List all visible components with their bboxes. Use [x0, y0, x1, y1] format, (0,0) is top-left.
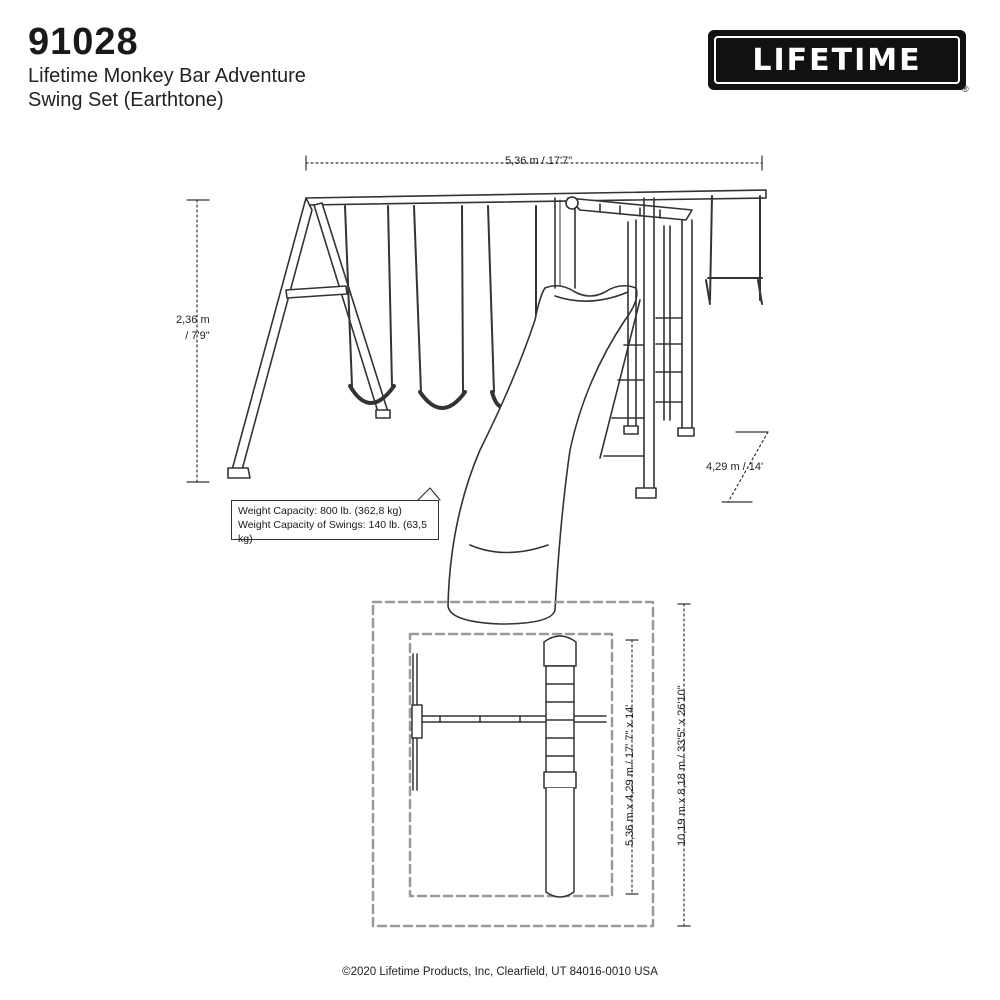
- logo-text: LIFETIME: [752, 42, 922, 78]
- product-name-line2: Swing Set (Earthtone): [28, 89, 224, 111]
- callout-pointer: [417, 487, 441, 501]
- a-frame: [227, 197, 391, 479]
- top-view-set: [411, 635, 607, 898]
- height-metric: 2,36 m: [176, 314, 210, 326]
- model-number: 91028: [28, 21, 139, 63]
- width-label: 5,36 m / 17'7": [505, 155, 573, 167]
- product-name-line1: Lifetime Monkey Bar Adventure: [28, 65, 306, 87]
- weight-capacity-swings: Weight Capacity of Swings: 140 lb. (63,5…: [238, 519, 427, 545]
- lifetime-logo: LIFETIME: [708, 30, 966, 90]
- weight-capacity-box: Weight Capacity: 800 lb. (362,8 kg) Weig…: [231, 500, 439, 545]
- width-dimension-line: [305, 155, 763, 171]
- depth-label: 4,29 m / 14': [706, 461, 764, 473]
- height-label: 2,36 m / 7'9": [176, 312, 210, 344]
- height-imperial: / 7'9": [185, 330, 210, 342]
- footprint-inner-area: [408, 632, 614, 898]
- footprint-outer-label: 10,19 m x 8,18 m / 33'5" x 26'10": [676, 685, 688, 846]
- height-dimension-line: [186, 199, 210, 483]
- product-name: Lifetime Monkey Bar Adventure Swing Set …: [28, 64, 306, 112]
- trapeze-bar: [705, 195, 763, 305]
- wave-slide: [447, 284, 638, 625]
- footprint-inner-label: 5,36 m x 4,29 m / 17' 7" x 14': [624, 704, 636, 846]
- top-beam: [305, 189, 767, 206]
- depth-dimension-line: [721, 431, 769, 503]
- registered-mark: ®: [962, 84, 969, 94]
- copyright-text: ©2020 Lifetime Products, Inc, Clearfield…: [342, 966, 658, 978]
- climbing-tower: [554, 196, 695, 499]
- weight-capacity-total: Weight Capacity: 800 lb. (362,8 kg): [238, 505, 402, 517]
- footprint-outer-area: [371, 600, 655, 928]
- footprint-dimension-lines: [625, 603, 691, 927]
